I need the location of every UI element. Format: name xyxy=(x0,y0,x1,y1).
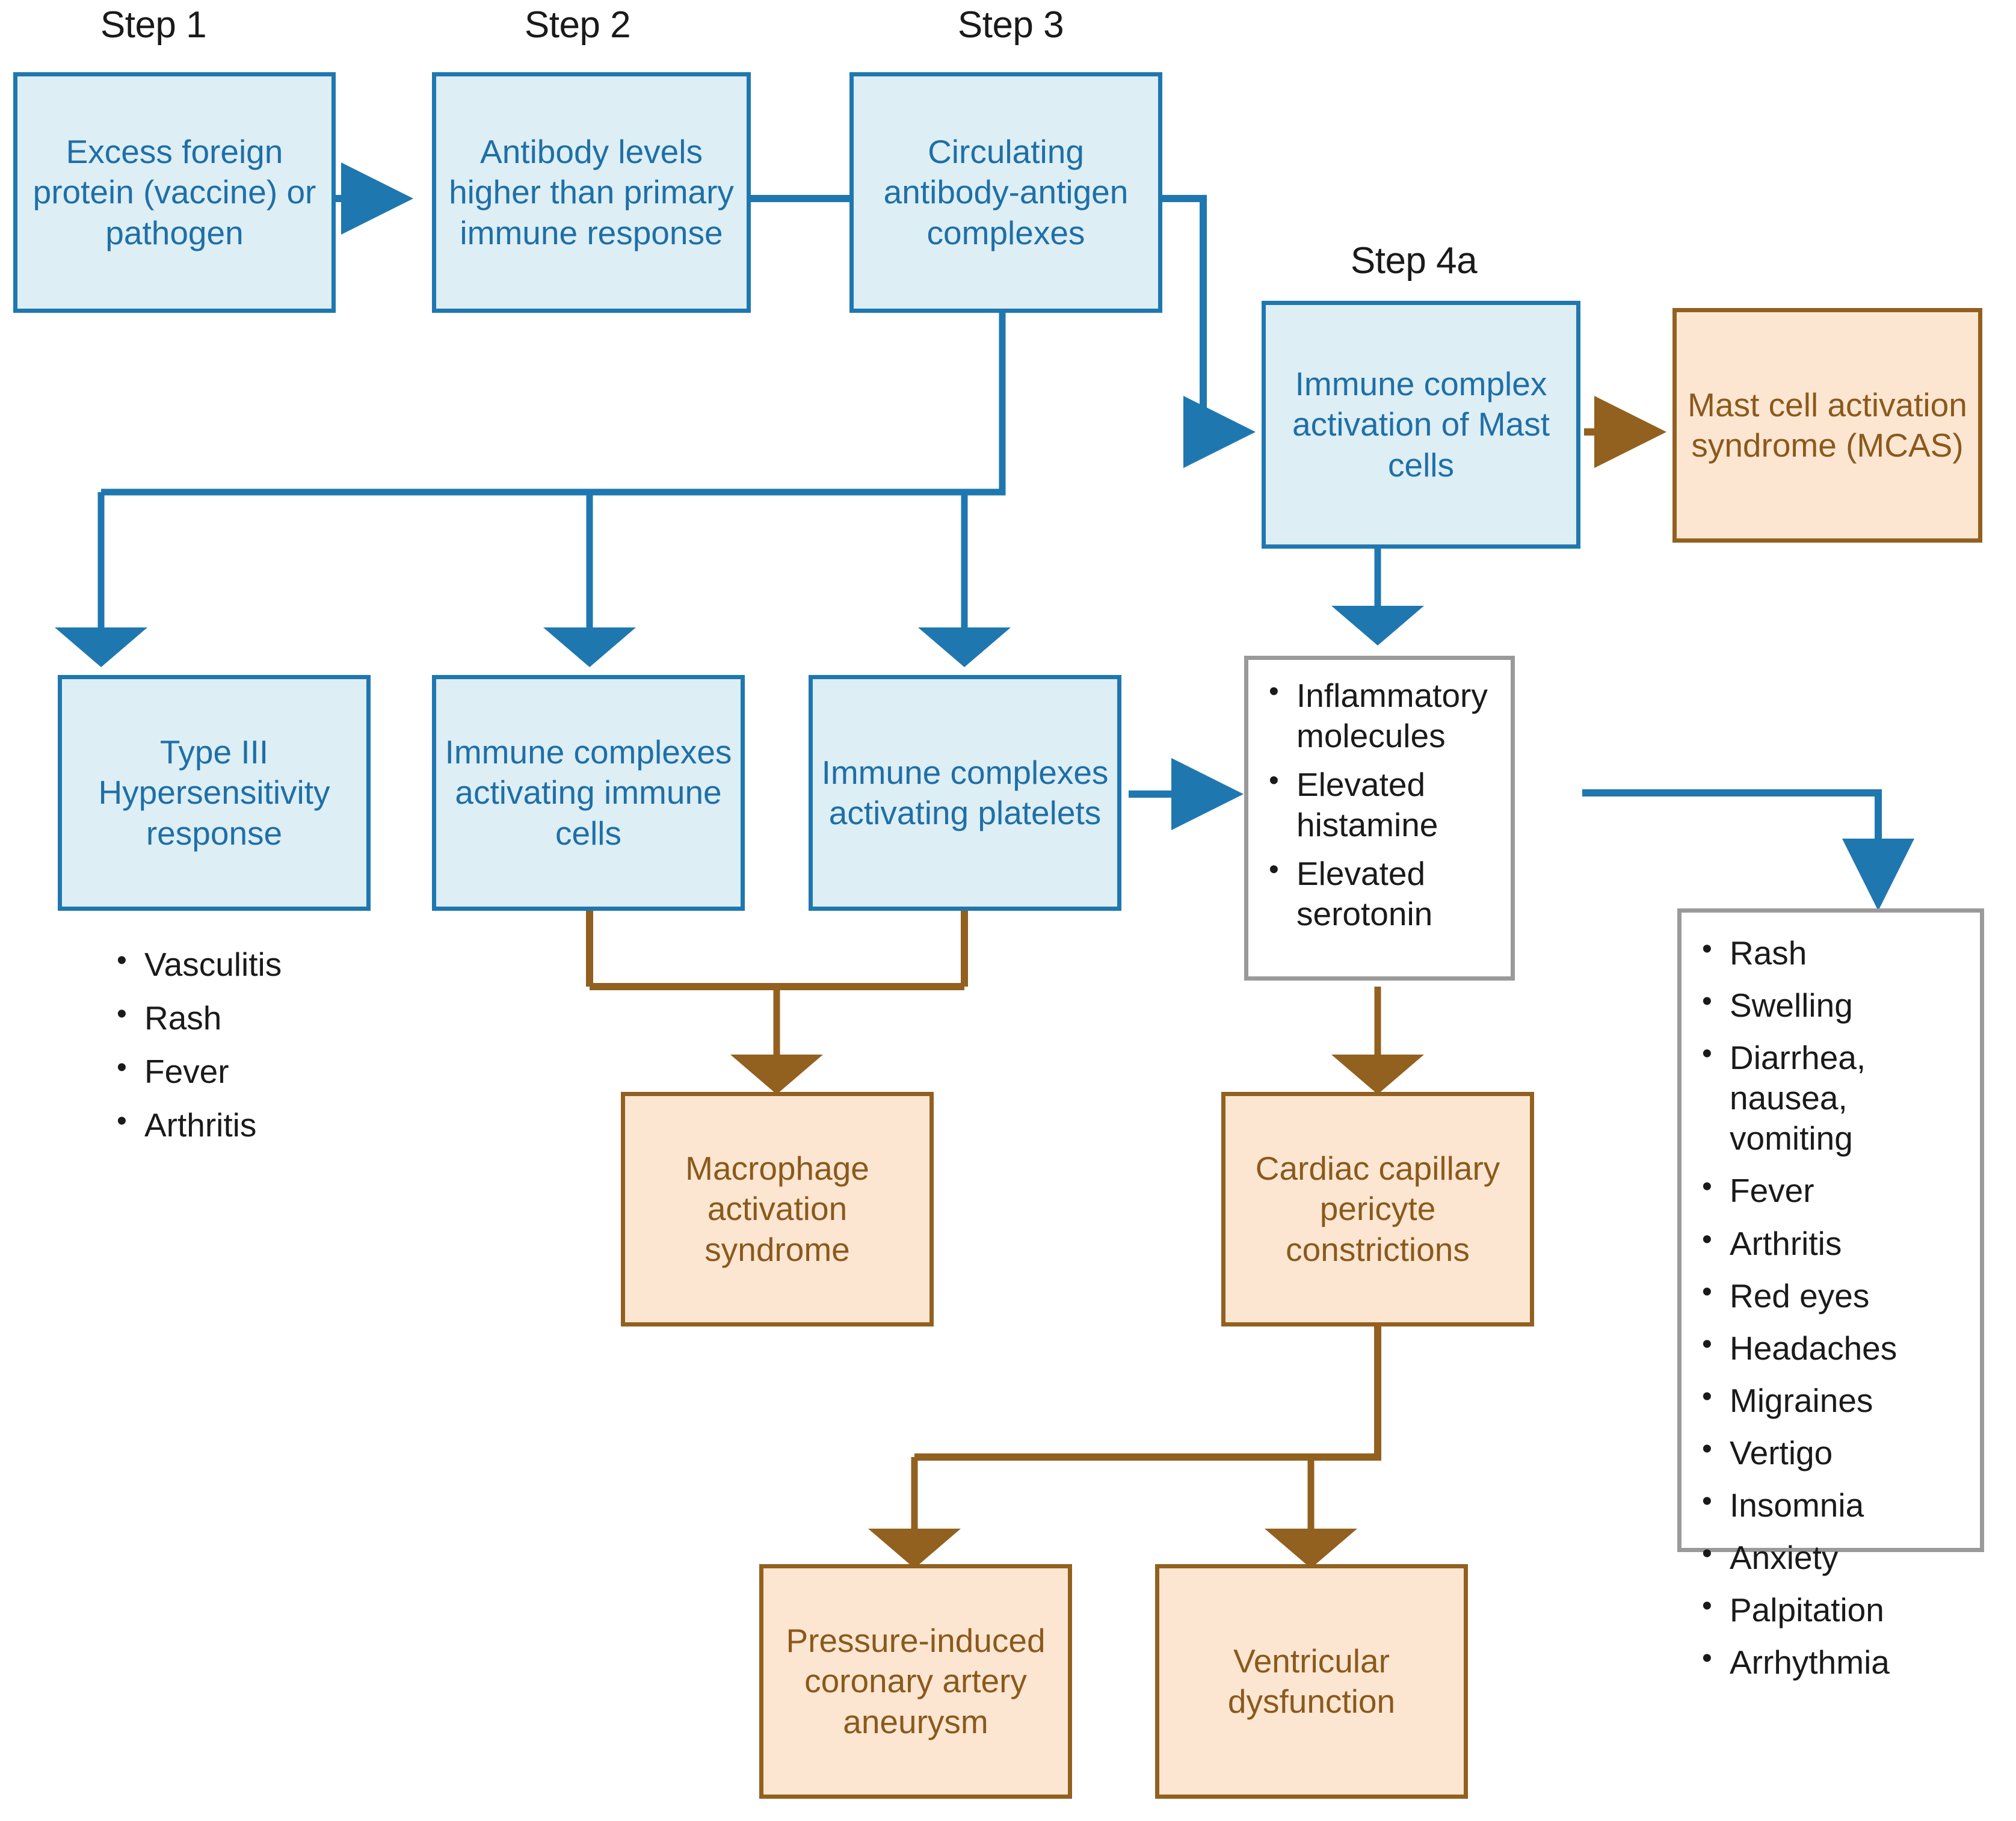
list-item: Fever xyxy=(1702,1169,1969,1211)
list-item: Arthritis xyxy=(1702,1222,1969,1264)
mcas-symptoms-list: Rash Swelling Diarrhea, nausea, vomiting… xyxy=(1692,932,1969,1683)
list-item: Migraines xyxy=(1702,1379,1969,1421)
edge-mediators-symptoms xyxy=(1582,789,1914,911)
list-item: Inflammatory molecules xyxy=(1269,674,1500,756)
step-label-3: Step 3 xyxy=(957,4,1064,46)
node-circulating-complexes[interactable]: Circulating antibody-antigen complexes xyxy=(849,72,1162,313)
list-item: Swelling xyxy=(1702,984,1969,1026)
node-label: Type III Hypersensitivity response xyxy=(98,733,330,852)
edge-cardiac-down xyxy=(914,1311,1381,1461)
edge-step3-mastcells xyxy=(1160,195,1256,468)
mediators-list: Inflammatory molecules Elevated histamin… xyxy=(1259,674,1500,935)
node-label: Excess foreign protein (vaccine) or path… xyxy=(32,133,316,251)
list-item: Elevated serotonin xyxy=(1269,852,1500,934)
list-item: Vasculitis xyxy=(117,943,409,985)
list-item: Fever xyxy=(117,1050,409,1092)
step-label-4a: Step 4a xyxy=(1350,240,1478,282)
step-label-2: Step 2 xyxy=(524,4,631,46)
node-activating-platelets[interactable]: Immune complexes activating platelets xyxy=(809,675,1121,911)
node-mcas-symptoms-list[interactable]: Rash Swelling Diarrhea, nausea, vomiting… xyxy=(1677,908,1984,1681)
edge-step3-trunk xyxy=(101,313,1006,496)
list-item: Diarrhea, nausea, vomiting xyxy=(1702,1037,1969,1159)
node-label: Macrophage activation syndrome xyxy=(685,1150,869,1268)
node-label: Antibody levels higher than primary immu… xyxy=(449,133,734,251)
node-label: Immune complex activation of Mast cells xyxy=(1292,365,1550,484)
list-item: Rash xyxy=(117,997,409,1038)
node-label: Circulating antibody-antigen complexes xyxy=(883,133,1129,251)
node-label: Pressure-induced coronary artery aneurys… xyxy=(786,1622,1046,1740)
node-label: Ventricular dysfunction xyxy=(1227,1642,1396,1720)
step-label-1: Step 1 xyxy=(100,4,207,46)
list-item: Elevated histamine xyxy=(1269,763,1500,845)
node-mast-cell-activation[interactable]: Immune complex activation of Mast cells xyxy=(1262,301,1580,549)
list-item: Headaches xyxy=(1702,1327,1969,1369)
node-type3-hypersensitivity[interactable]: Type III Hypersensitivity response xyxy=(58,675,371,911)
node-label: Immune complexes activating immune cells xyxy=(445,733,732,852)
list-item: Insomnia xyxy=(1702,1484,1969,1526)
node-cardiac-pericyte[interactable]: Cardiac capillary pericyte constrictions xyxy=(1221,1092,1534,1326)
type3-symptoms-list: Vasculitis Rash Fever Arthritis xyxy=(72,943,409,1145)
node-mcas[interactable]: Mast cell activation syndrome (MCAS) xyxy=(1672,308,1982,543)
node-label: Cardiac capillary pericyte constrictions xyxy=(1255,1150,1500,1268)
list-item: Arthritis xyxy=(117,1104,409,1145)
list-item: Vertigo xyxy=(1702,1432,1969,1473)
node-coronary-aneurysm[interactable]: Pressure-induced coronary artery aneurys… xyxy=(759,1564,1072,1799)
node-macrophage-activation[interactable]: Macrophage activation syndrome xyxy=(621,1092,934,1326)
node-excess-foreign-protein[interactable]: Excess foreign protein (vaccine) or path… xyxy=(13,72,336,313)
type3-symptoms-block: Vasculitis Rash Fever Arthritis xyxy=(72,943,409,1159)
list-item: Anxiety xyxy=(1702,1536,1969,1578)
node-mediators-list[interactable]: Inflammatory molecules Elevated histamin… xyxy=(1244,656,1515,981)
list-item: Arrhythmia xyxy=(1702,1641,1969,1683)
list-item: Rash xyxy=(1702,932,1969,973)
node-ventricular-dysfunction[interactable]: Ventricular dysfunction xyxy=(1155,1564,1468,1799)
node-antibody-levels[interactable]: Antibody levels higher than primary immu… xyxy=(432,72,751,313)
node-label: Mast cell activation syndrome (MCAS) xyxy=(1688,386,1967,464)
node-label: Immune complexes activating platelets xyxy=(821,753,1109,831)
node-activating-immune-cells[interactable]: Immune complexes activating immune cells xyxy=(432,675,745,911)
list-item: Palpitation xyxy=(1702,1589,1969,1630)
list-item: Red eyes xyxy=(1702,1275,1969,1316)
